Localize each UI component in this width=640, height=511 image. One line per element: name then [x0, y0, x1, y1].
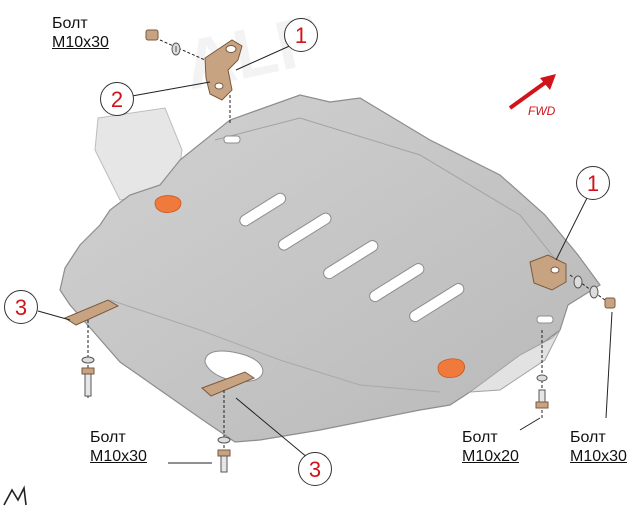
bolt-bottom-mid-label-line2: M10x20 — [462, 448, 519, 465]
rubber-pads — [154, 195, 465, 378]
plate-fold — [214, 117, 561, 266]
bracket-top — [204, 39, 243, 125]
callout-bracket-top: 1 — [284, 18, 318, 52]
callout-bracket-right: 1 — [576, 166, 610, 200]
fwd-label: FWD — [528, 104, 556, 118]
bolt-top-label-line1: Болт — [52, 15, 88, 32]
logo-icon — [3, 485, 27, 506]
plate-fold — [109, 299, 441, 393]
bolt-bottom-left-label: Болт M10x30 — [90, 428, 147, 466]
bracket-right — [529, 254, 616, 309]
bolt-top-label: Болт M10x30 — [52, 14, 109, 52]
vent-slots — [239, 192, 465, 323]
bolt-bottom-left-label-line2: M10x30 — [90, 448, 147, 465]
bolt-bottom-left-label-line1: Болт — [90, 429, 126, 446]
bolt-bottom-mid — [535, 330, 549, 420]
leader-lines — [37, 43, 613, 464]
bolt-bottom-mid-label-line1: Болт — [462, 429, 498, 446]
bolt-top-label-line2: M10x30 — [52, 34, 109, 51]
callout-plate-left: 3 — [4, 290, 38, 324]
plate-bottom — [201, 371, 256, 473]
plate-rear-lip — [468, 329, 561, 393]
mount-cutout — [223, 135, 241, 144]
bolt-bottom-right-label: Болт M10x30 — [570, 428, 627, 466]
plate-left — [63, 299, 120, 400]
svg-text:ALF: ALF — [177, 0, 326, 105]
bolt-top — [145, 29, 206, 61]
bolt-bottom-right-label-line1: Болт — [570, 429, 606, 446]
callout-bracket-top-left: 2 — [100, 82, 134, 116]
mount-cutout — [536, 315, 554, 324]
fwd-arrow-icon — [508, 74, 556, 110]
callout-plate-bottom: 3 — [298, 452, 332, 486]
bolt-bottom-right-label-line2: M10x30 — [570, 448, 627, 465]
bolt-bottom-mid-label: Болт M10x20 — [462, 428, 519, 466]
